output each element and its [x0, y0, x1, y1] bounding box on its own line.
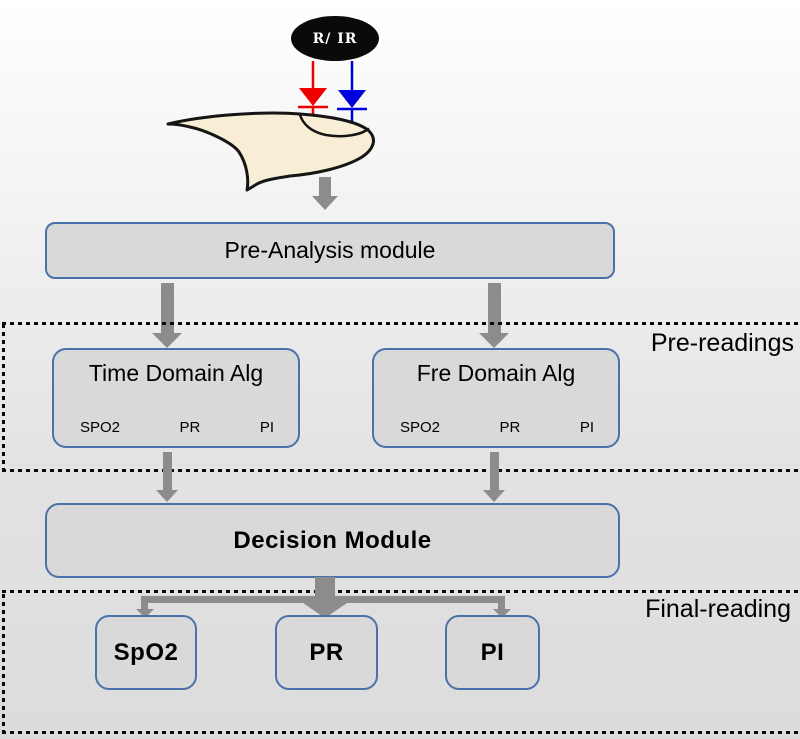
- pre-readings-region-label: Pre-readings: [650, 329, 794, 357]
- led-diodes-icon: [298, 61, 367, 122]
- fre-domain-output-spo2: SPO2: [400, 419, 441, 436]
- arrow-to-pi: [493, 609, 511, 618]
- output-pi-label: PI: [480, 638, 505, 666]
- time-domain-output-pi: PI: [259, 419, 274, 436]
- pre-analysis-module-box: Pre-Analysis module: [45, 222, 615, 279]
- time-domain-alg-box: Time Domain Alg SPO2 PR PI: [52, 348, 300, 448]
- infrared-led-icon: [337, 61, 367, 122]
- fre-domain-output-pr: PR: [499, 419, 521, 436]
- final-reading-region-label: Final-reading: [645, 595, 791, 623]
- arrow-to-pr: [303, 603, 347, 618]
- fre-domain-alg-box: Fre Domain Alg SPO2 PR PI: [372, 348, 620, 448]
- output-pr-label: PR: [309, 638, 344, 666]
- red-led-icon: [298, 61, 328, 120]
- output-box-spo2: SpO2: [95, 615, 197, 690]
- fre-domain-output-pi: PI: [579, 419, 594, 436]
- time-domain-alg-label: Time Domain Alg: [88, 360, 264, 386]
- led-source-ellipse: R/ IR: [291, 16, 379, 61]
- output-box-pr: PR: [275, 615, 378, 690]
- time-domain-output-pr: PR: [179, 419, 201, 436]
- pre-analysis-module-label: Pre-Analysis module: [224, 237, 436, 263]
- fre-domain-outputs-row: SPO2 PR PI: [374, 419, 618, 438]
- arrow-to-spo2: [136, 609, 154, 618]
- finger-icon: [166, 111, 375, 192]
- fre-domain-alg-label: Fre Domain Alg: [416, 360, 576, 386]
- output-spo2-label: SpO2: [113, 638, 179, 666]
- decision-module-label: Decision Module: [233, 526, 432, 554]
- decision-module-box: Decision Module: [45, 503, 620, 578]
- led-source-label: R/ IR: [312, 30, 358, 47]
- output-box-pi: PI: [445, 615, 540, 690]
- time-domain-outputs-row: SPO2 PR PI: [54, 419, 298, 438]
- time-domain-output-spo2: SPO2: [80, 419, 121, 436]
